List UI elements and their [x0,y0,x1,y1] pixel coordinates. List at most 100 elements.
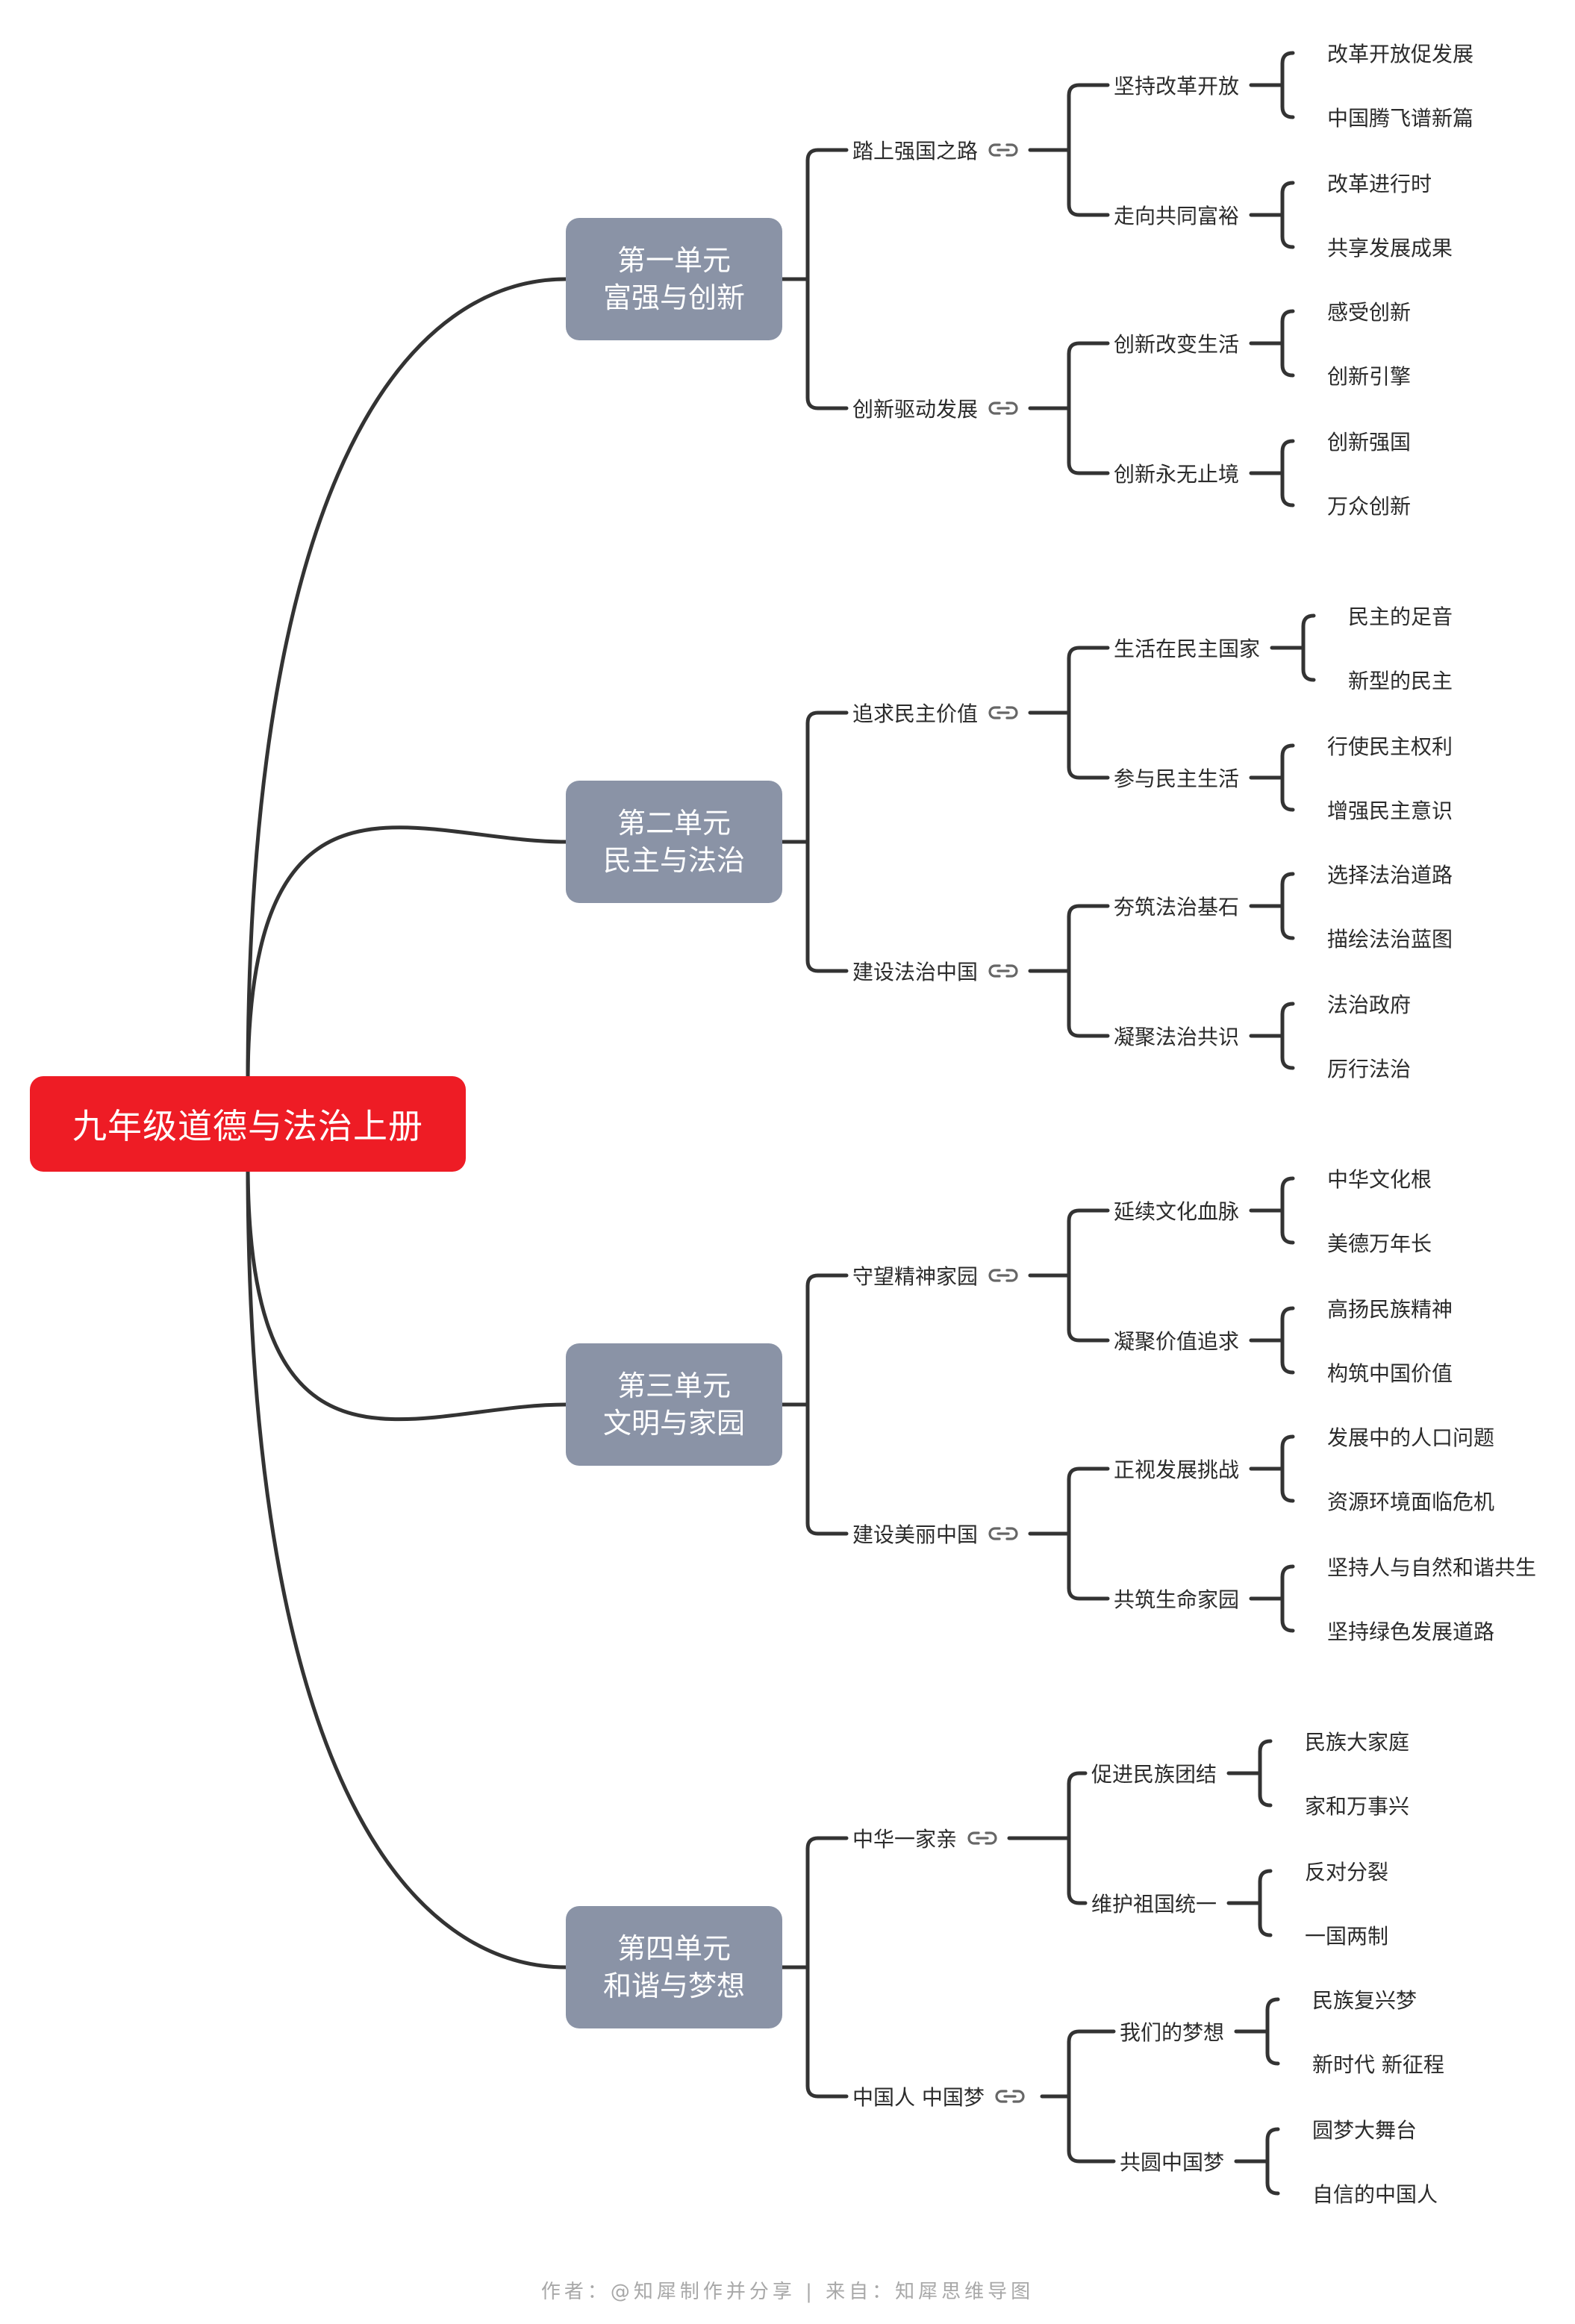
leaf-node[interactable]: 坚持绿色发展道路 [1327,1614,1494,1647]
leaf-node[interactable]: 坚持人与自然和谐共生 [1327,1550,1536,1583]
leaf-node[interactable]: 高扬民族精神 [1327,1292,1453,1325]
leaf-node[interactable]: 创新引擎 [1327,359,1411,392]
leaf-node-label: 创新强国 [1327,430,1412,455]
sub-node[interactable]: 夯筑法治基石 [1114,890,1239,922]
topic-node[interactable]: 中华一家亲 [852,1820,997,1856]
sub-node[interactable]: 促进民族团结 [1091,1757,1217,1790]
leaf-node[interactable]: 感受创新 [1327,295,1411,328]
root-to-unit-3-curve [246,1162,568,1422]
unit-node-3[interactable]: 第三单元文明与家园 [566,1343,782,1466]
sub-node[interactable]: 创新改变生活 [1114,327,1239,360]
topic-bracket-spine [1067,1466,1082,1601]
sub-node[interactable]: 共筑生命家园 [1114,1582,1239,1615]
unit-1-bracket-spine [805,148,820,410]
sub-bracket-spine [1280,1434,1295,1503]
leaf-node[interactable]: 圆梦大舞台 [1312,2113,1417,2146]
sub-node[interactable]: 生活在民主国家 [1114,631,1260,664]
topic-node[interactable]: 追求民主价值 [852,695,1018,731]
link-icon [995,2090,1025,2103]
leaf-node[interactable]: 一国两制 [1305,1919,1388,1952]
leaf-node[interactable]: 选择法治道路 [1327,858,1453,890]
topic-bracket-spine [1067,1771,1082,1905]
unit-title: 和谐与梦想 [602,1970,745,2002]
sub-node[interactable]: 我们的梦想 [1120,2015,1224,2048]
leaf-node[interactable]: 万众创新 [1327,489,1411,522]
leaf-node[interactable]: 资源环境面临危机 [1327,1484,1494,1517]
sub-bracket-spine [1280,51,1295,119]
leaf-node[interactable]: 行使民主权利 [1327,729,1453,762]
leaf-node[interactable]: 美德万年长 [1327,1226,1432,1259]
leaf-node-label: 自信的中国人 [1312,2182,1438,2207]
root-to-unit-2-curve [246,825,568,1086]
unit-number: 第三单元 [617,1369,731,1402]
unit-number: 第一单元 [617,244,731,277]
leaf-node-label: 选择法治道路 [1327,863,1453,887]
link-icon [988,706,1018,719]
sub-node-label: 凝聚法治共识 [1114,1025,1240,1049]
leaf-node[interactable]: 中国腾飞谱新篇 [1327,101,1473,134]
leaf-node[interactable]: 增强民主意识 [1327,793,1453,826]
sub-bracket-spine [1280,181,1295,249]
root-to-unit-1-curve [246,277,568,1086]
sub-node[interactable]: 凝聚价值追求 [1114,1324,1239,1357]
topic-node-label: 踏上强国之路 [852,139,979,163]
leaf-node[interactable]: 自信的中国人 [1312,2177,1438,2210]
leaf-node[interactable]: 家和万事兴 [1305,1789,1409,1822]
leaf-node[interactable]: 民主的足音 [1348,599,1453,632]
sub-node[interactable]: 正视发展挑战 [1114,1452,1239,1485]
sub-node[interactable]: 延续文化血脉 [1114,1194,1239,1227]
unit-title: 文明与家园 [602,1407,745,1440]
leaf-node[interactable]: 共享发展成果 [1327,231,1453,263]
unit-title: 富强与创新 [602,281,745,314]
leaf-node[interactable]: 反对分裂 [1305,1855,1388,1887]
leaf-node[interactable]: 创新强国 [1327,425,1411,457]
sub-node[interactable]: 共圆中国梦 [1120,2145,1224,2178]
topic-node[interactable]: 守望精神家园 [852,1258,1018,1293]
unit-2-bracket-spine [805,710,820,973]
leaf-node[interactable]: 民族大家庭 [1305,1725,1409,1758]
leaf-node-label: 民族大家庭 [1305,1730,1410,1755]
leaf-node-label: 万众创新 [1327,494,1412,519]
leaf-node[interactable]: 发展中的人口问题 [1327,1420,1494,1453]
unit-title: 民主与法治 [602,844,745,877]
leaf-node[interactable]: 新时代 新征程 [1312,2047,1444,2080]
leaf-node[interactable]: 改革进行时 [1327,166,1432,199]
unit-node-4[interactable]: 第四单元和谐与梦想 [566,1906,782,2028]
sub-bracket-spine [1280,1564,1295,1633]
leaf-node[interactable]: 改革开放促发展 [1327,37,1473,69]
leaf-node-label: 增强民主意识 [1327,799,1453,823]
sub-node-label: 创新改变生活 [1114,332,1240,357]
leaf-node[interactable]: 民族复兴梦 [1312,1983,1417,2016]
sub-node[interactable]: 走向共同富裕 [1114,199,1239,231]
unit-3-bracket-spine [805,1273,820,1536]
leaf-node-label: 新时代 新征程 [1312,2052,1444,2077]
leaf-node[interactable]: 新型的民主 [1348,663,1453,696]
leaf-node[interactable]: 构筑中国价值 [1327,1356,1453,1389]
topic-node[interactable]: 建设法治中国 [852,953,1018,989]
link-icon [988,964,1018,978]
sub-node-label: 凝聚价值追求 [1114,1329,1240,1354]
topic-node[interactable]: 踏上强国之路 [852,132,1018,168]
leaf-node[interactable]: 法治政府 [1327,987,1411,1020]
root-node[interactable]: 九年级道德与法治上册 [30,1076,466,1172]
leaf-node[interactable]: 厉行法治 [1327,1052,1411,1084]
sub-node-label: 维护祖国统一 [1091,1892,1217,1917]
link-icon [988,1527,1018,1540]
topic-node[interactable]: 建设美丽中国 [852,1516,1018,1552]
leaf-node[interactable]: 描绘法治蓝图 [1327,922,1453,955]
leaf-node-label: 改革进行时 [1327,172,1432,196]
topic-node[interactable]: 中国人 中国梦 [852,2078,1025,2114]
sub-node[interactable]: 参与民主生活 [1114,761,1239,794]
sub-node[interactable]: 创新永无止境 [1114,457,1239,490]
unit-node-2[interactable]: 第二单元民主与法治 [566,781,782,903]
leaf-node[interactable]: 中华文化根 [1327,1162,1432,1195]
sub-node[interactable]: 凝聚法治共识 [1114,1019,1239,1052]
link-icon [988,143,1018,157]
topic-bracket-spine [1067,904,1082,1038]
leaf-node-label: 民族复兴梦 [1312,1988,1418,2013]
topic-node[interactable]: 创新驱动发展 [852,390,1018,426]
sub-node-label: 共圆中国梦 [1120,2150,1225,2175]
sub-node[interactable]: 坚持改革开放 [1114,69,1239,101]
unit-node-1[interactable]: 第一单元富强与创新 [566,218,782,340]
sub-node[interactable]: 维护祖国统一 [1091,1887,1217,1920]
